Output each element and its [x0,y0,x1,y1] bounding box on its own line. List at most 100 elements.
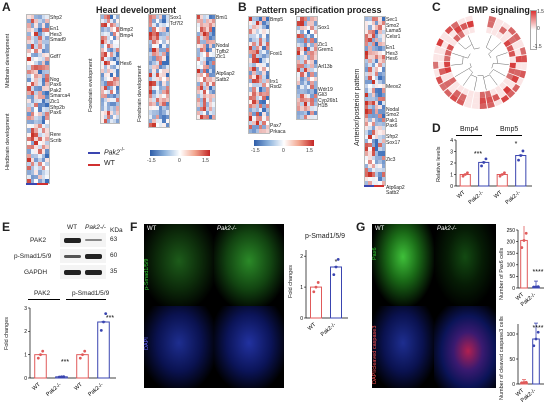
heatmap-cell [374,113,379,118]
heatmap-cell [116,64,119,69]
f-stain-top: p-Smad1/5/9 [144,258,150,291]
heatmap-cell [34,157,38,162]
panel-a-side-forebrain-ev: Forebrain evelopment [88,58,94,112]
heatmap-cell [45,94,49,99]
heatmap-cell [116,85,119,90]
heatmap-cell [104,15,107,20]
heatmap-cell [197,56,200,61]
heatmap-cell [116,81,119,86]
y-tick-label: 250 [507,228,516,234]
heatmap-cell [30,161,35,167]
heatmap-cell [371,63,375,68]
heatmap-cell [381,50,385,55]
heatmap-cell [378,96,382,101]
circular-heatmap-segment [492,93,501,102]
heatmap-cell [258,95,263,100]
heatmap-cell [30,23,35,28]
heatmap-cell [116,98,119,103]
heatmap-cell [149,44,153,49]
heatmap-cell [101,93,104,99]
heatmap-cell [104,56,107,61]
circular-heatmap-segment [461,87,470,96]
dendrogram-branch [489,69,506,77]
heatmap-cell [378,79,382,85]
y-tick-label: 4 [450,138,453,144]
dendrogram-branch [458,42,472,50]
heatmap-a1 [26,14,50,184]
heatmap-cell [152,64,156,69]
circular-heatmap-segment [513,69,522,77]
heatmap-cell [297,42,301,47]
y-tick-label: 3 [450,149,453,155]
heatmap-cell [38,27,42,32]
heatmap-cell [110,102,113,107]
dendrogram-branch [454,63,472,77]
heatmap-cell [371,17,375,22]
heatmap-cell [297,17,301,22]
heatmap-cell [200,39,203,45]
heatmap-cell [149,102,153,107]
y-tick-label: 1 [450,172,453,178]
heatmap-cell [206,89,209,95]
g-stain-top: Pax6 [372,247,378,260]
heatmap-cell [30,86,35,91]
heatmap-cell [38,40,42,45]
heatmap-cell [41,82,46,87]
dendrogram-branch [496,52,508,64]
heatmap-cell [45,119,49,125]
heatmap-cell [368,63,372,68]
heatmap-cell [265,62,269,67]
heatmap-cell [27,40,31,45]
heatmap-cell [197,52,200,57]
heatmap-cell [371,109,375,114]
heatmap-cell [374,155,379,160]
heatmap-cell [252,99,256,104]
heatmap-cell [197,89,200,95]
heatmap-cell [27,61,31,66]
heatmap-cell [155,23,159,28]
heatmap-cell [300,55,304,60]
genes-a3: Sox1 Tcf7l2 [170,15,184,27]
heatmap-cell [265,25,269,30]
heatmap-cell [162,44,166,49]
heatmap-cell [297,51,301,56]
heatmap-cell [306,80,311,85]
circular-heatmap-segment [503,39,512,48]
heatmap-cell [200,110,203,115]
heatmap-cell [38,174,42,179]
heatmap-cell [200,56,203,61]
heatmap-cell [374,21,379,26]
heatmap-cell [310,51,314,56]
heatmap-cell [27,145,31,150]
heatmap-cell [368,54,372,59]
circular-heatmap-segment [493,22,502,31]
heatmap-cell [41,174,46,179]
heatmap-cell [374,84,379,89]
heatmap-cell [116,102,119,107]
bar [97,321,110,379]
heatmap-cell [45,107,49,112]
heatmap-cell [149,85,153,90]
circular-heatmap-segment [438,68,446,76]
heatmap-cell [113,48,116,53]
heatmap-cell [368,71,372,76]
heatmap-cell [110,69,113,74]
b-group-bar-pak [364,185,374,187]
heatmap-cell [34,86,38,91]
heatmap-cell [162,39,166,45]
heatmap-cell [107,27,110,32]
heatmap-a3 [148,14,170,128]
heatmap-cell [162,48,166,53]
heatmap-cell [116,48,119,53]
y-tick-label: 0 [450,184,453,190]
heatmap-cell [110,39,113,45]
heatmap-cell [158,81,163,86]
circular-heatmap-segment [459,22,468,31]
heatmap-cell [34,170,38,175]
heatmap-cell [45,145,49,150]
heatmap-cell [155,48,159,53]
x-tick-label: WT [31,382,42,393]
heatmap-cell [110,89,113,94]
heatmap-cell [113,89,116,94]
heatmap-cell [158,31,163,36]
